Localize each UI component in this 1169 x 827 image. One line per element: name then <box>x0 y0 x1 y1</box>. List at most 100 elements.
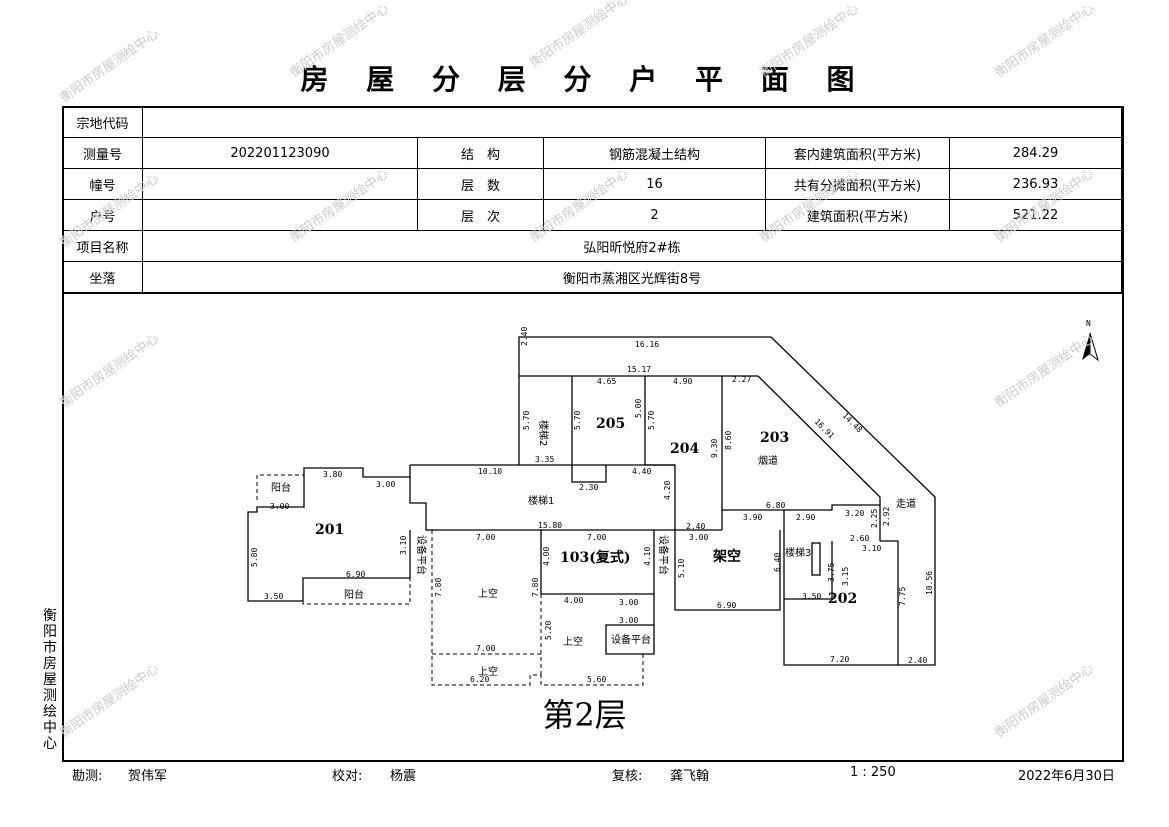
dim: 15.80 <box>538 521 562 530</box>
dim: 2.30 <box>579 483 598 492</box>
dim: 10.10 <box>478 467 502 476</box>
dim: 5.70 <box>647 411 656 430</box>
shared-area-label: 共有分摊面积(平方米) <box>765 168 950 200</box>
label-void: 上空 <box>563 635 583 648</box>
table-row: 坐落衡阳市蒸湘区光辉街8号 <box>62 261 1122 294</box>
dim: 6.90 <box>717 601 736 610</box>
project-label: 项目名称 <box>62 230 143 262</box>
dim: 3.00 <box>689 533 708 542</box>
dim: 7.00 <box>476 644 495 653</box>
building-no-value <box>142 168 418 200</box>
dim: 4.00 <box>542 547 551 566</box>
dim: 14.48 <box>841 411 865 435</box>
building-no-label: 幢号 <box>62 168 143 200</box>
room-201: 201 <box>315 522 344 538</box>
dim: 7.75 <box>898 587 907 606</box>
dim: 2.25 <box>870 509 879 528</box>
dim: 2.40 <box>908 656 927 665</box>
label-stair3: 楼梯3 <box>785 546 811 559</box>
dim: 3.20 <box>845 509 864 518</box>
dim: 2.40 <box>686 522 705 531</box>
dim: 6.20 <box>470 675 489 684</box>
room-103: 103(复式) <box>560 549 630 566</box>
dim: 7.80 <box>434 578 443 597</box>
reviewer-label: 复核: <box>612 769 643 784</box>
checker-name: 杨震 <box>390 769 417 784</box>
north-label: N <box>1086 319 1091 328</box>
dim: 3.75 <box>827 563 836 582</box>
reviewer-name: 龚飞翰 <box>670 769 710 784</box>
survey-no-label: 测量号 <box>62 137 143 169</box>
shared-area-value: 236.93 <box>949 168 1122 200</box>
dim: 7.20 <box>830 655 849 664</box>
dim: 7.00 <box>587 533 606 542</box>
dim: 5.70 <box>522 411 531 430</box>
floor-title: 第2层 <box>542 696 627 734</box>
side-org-name: 衡阳市房屋测绘中心 <box>43 608 57 752</box>
label-equipment-platform: 设备平台 <box>611 633 651 646</box>
dim: 4.65 <box>597 377 616 386</box>
scale: 1 : 250 <box>850 765 896 780</box>
dim: 2.40 <box>520 327 529 346</box>
room-203: 203 <box>760 430 789 446</box>
label-stair2: 楼梯2 <box>537 420 550 446</box>
label-flue: 烟道 <box>758 454 778 467</box>
surveyor-name: 贺伟军 <box>128 769 168 784</box>
dim: 4.10 <box>643 547 652 566</box>
dim: 4.40 <box>632 467 651 476</box>
unit-no-label: 户号 <box>62 199 143 231</box>
dim: 16.91 <box>813 417 837 441</box>
dim: 5.70 <box>573 411 582 430</box>
dim: 16.16 <box>635 340 659 349</box>
dim: 3.35 <box>535 455 554 464</box>
dim: 3.50 <box>802 592 821 601</box>
dim: 9.30 <box>710 439 719 458</box>
total-area-value: 521.22 <box>949 199 1122 231</box>
dim: 2.60 <box>850 534 869 543</box>
page-title: 房 屋 分 层 分 户 平 面 图 <box>300 63 869 96</box>
inner-area-label: 套内建筑面积(平方米) <box>765 137 950 169</box>
dim: 3.00 <box>619 598 638 607</box>
north-arrow-icon: N <box>1082 319 1099 362</box>
surveyor-label: 勘测: <box>72 769 103 784</box>
room-stilt: 架空 <box>712 548 741 565</box>
label-void: 上空 <box>478 587 498 600</box>
area-labels: 楼梯1 楼梯2 楼梯3 上空 上空 上空 阳台 阳台 走道 设备平台 设备平台 … <box>271 420 916 678</box>
dim: 6.90 <box>346 570 365 579</box>
dim: 2.92 <box>882 507 891 526</box>
dim: 5.20 <box>544 621 553 640</box>
dim: 7.80 <box>531 578 540 597</box>
dim: 2.90 <box>796 513 815 522</box>
room-202: 202 <box>828 591 857 607</box>
label-void: 上空 <box>478 665 498 678</box>
dim: 3.00 <box>270 502 289 511</box>
location-label: 坐落 <box>62 261 143 294</box>
dim: 4.90 <box>673 377 692 386</box>
checker-label: 校对: <box>332 769 363 784</box>
label-equipment-platform: 设备平台 <box>415 535 428 575</box>
dim: 3.80 <box>323 470 342 479</box>
plan-dashed-areas <box>256 474 644 686</box>
dim: 5.10 <box>677 559 686 578</box>
structure-label: 结 构 <box>417 137 544 169</box>
room-205: 205 <box>596 416 625 432</box>
dim: 5.60 <box>587 675 606 684</box>
floors-value: 16 <box>543 168 766 200</box>
project-value: 弘阳昕悦府2#栋 <box>142 230 1122 262</box>
room-204: 204 <box>670 441 699 457</box>
plan-walls <box>247 336 936 666</box>
label-corridor: 走道 <box>896 497 916 510</box>
label-equipment-platform: 设备平台 <box>657 535 670 575</box>
dim: 7.00 <box>476 533 495 542</box>
dim: 3.10 <box>399 536 408 555</box>
dim: 3.15 <box>841 567 850 586</box>
dim: 3.90 <box>743 513 762 522</box>
label-balcony: 阳台 <box>344 588 364 601</box>
dim: 3.50 <box>264 592 283 601</box>
dim: 5.00 <box>634 399 643 418</box>
dim: 4.20 <box>663 481 672 500</box>
